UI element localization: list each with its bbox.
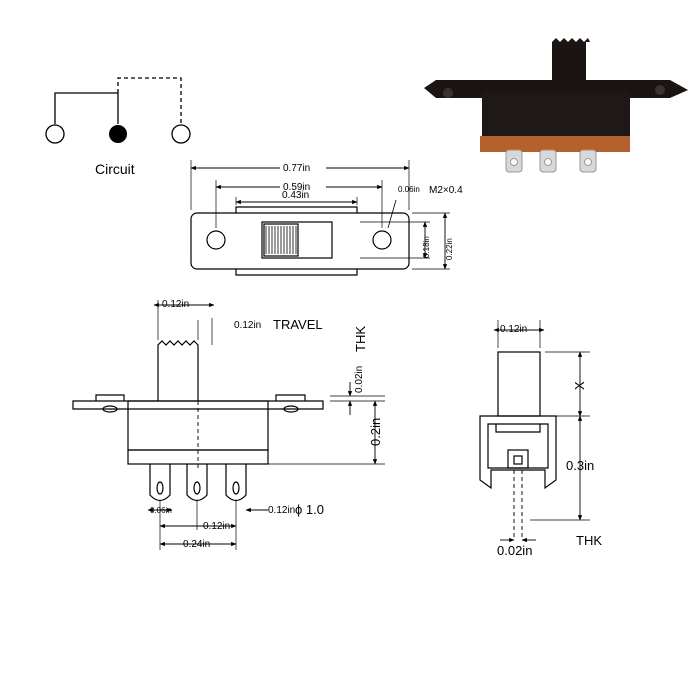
dim-end-body-height: 0.3in [566,458,594,473]
end-view-housing [479,415,557,490]
dim-end-thk-value: 0.02in [497,543,532,558]
top-view-hole-right [372,230,392,250]
dim-end-actuator-width: 0.12in [500,324,527,335]
dim-pin-hole-diameter: ϕ 1.0 [295,502,324,517]
circuit-label: Circuit [95,161,135,177]
dim-overall-length: 0.77in [283,163,310,174]
dim-end-thk-label: THK [576,533,602,548]
end-view [479,320,590,543]
top-view-plate [190,212,410,270]
dim-top-body-height: 0.18in [422,236,431,258]
top-view [190,160,450,276]
dim-side-thk-label: THK [353,326,368,352]
photo-pins [505,149,597,173]
circuit-dashed-line [117,77,182,124]
dim-slot-length: 0.43in [282,190,309,201]
photo-base [480,136,630,152]
circuit-solid-line [54,92,119,124]
dim-travel-label: TRAVEL [273,317,323,332]
dim-pin-pitch: 0.12in [203,521,230,532]
circuit-terminal-common [109,125,127,143]
photo-housing [482,92,630,140]
end-view-actuator [497,351,541,417]
dim-side-body-height: 0.2in [368,418,383,446]
dim-side-thk-value: 0.02in [354,366,365,393]
circuit-terminal-right [171,124,191,144]
side-view-actuator [157,340,199,401]
side-view [72,300,385,550]
dim-pin-hole: 0.12in [268,505,295,516]
side-view-pins [149,464,247,502]
circuit-symbol: Circuit [45,77,191,177]
dim-pin-span: 0.24in [183,539,210,550]
top-view-hole-left [206,230,226,250]
dim-hole-size: 0.06in [398,185,420,194]
dim-travel-value: 0.12in [234,320,261,331]
dim-screw: M2×0.4 [429,185,463,196]
dim-end-actuator-height: X [572,381,587,390]
product-photo [424,38,688,173]
dim-top-overall-height: 0.22in [445,238,454,260]
circuit-terminal-left [45,124,65,144]
dim-hole-spacing: 0.59in [283,182,310,193]
side-view-labels: 0.12in 0.12in TRAVEL THK 0.02in 0.2in 0.… [150,299,383,550]
dim-side-actuator-width: 0.12in [162,299,189,310]
top-view-labels: 0.77in 0.59in 0.43in 0.06in M2×0.4 0.18i… [280,160,463,260]
dim-pin-width: 0.06in [150,506,172,515]
end-view-labels: 0.12in X 0.3in 0.02in THK [497,324,602,558]
top-view-slot [261,221,333,259]
